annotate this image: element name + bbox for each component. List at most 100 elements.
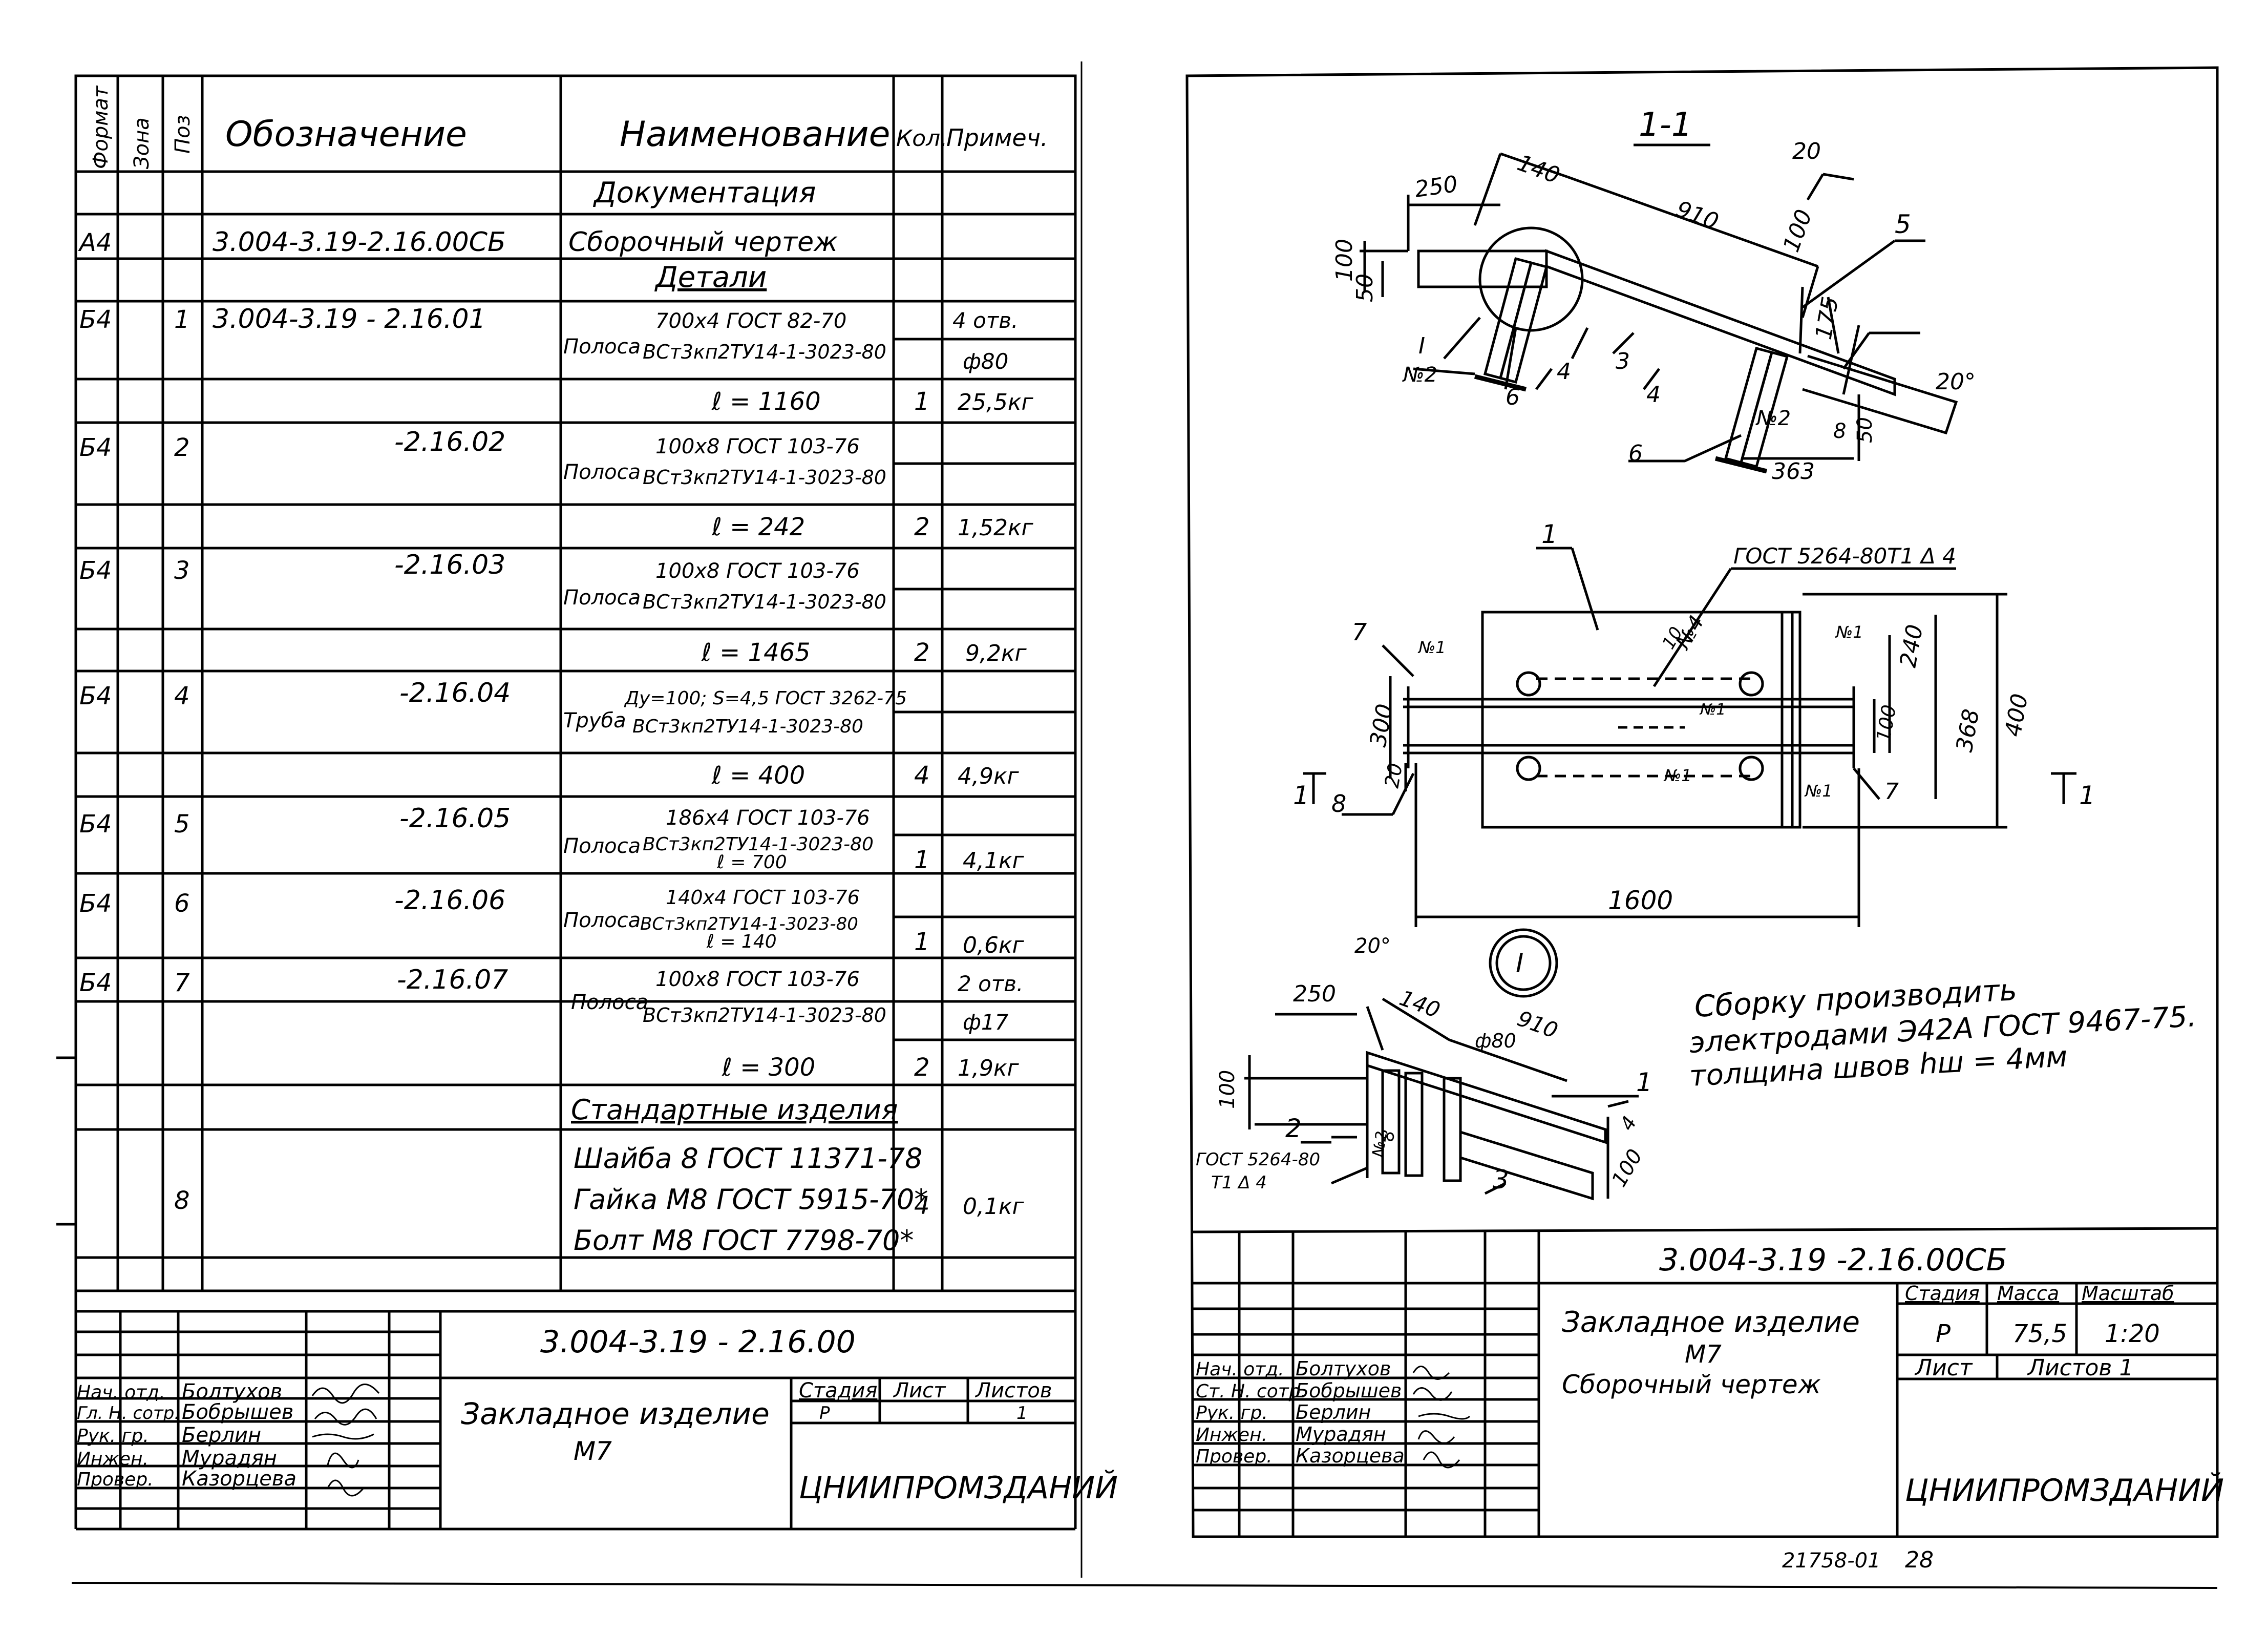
label: 6 <box>1506 384 1520 410</box>
hole-icon <box>1516 756 1541 781</box>
spec-header: Формат Зона Поз Обозначение Наименование… <box>89 85 1048 169</box>
person: Берлин <box>182 1423 261 1447</box>
row-designation: -2.16.05 <box>399 803 511 834</box>
row-format: Б4 <box>79 682 112 710</box>
plate-pos-1 <box>1481 611 1801 829</box>
node-dim: 20° <box>1354 934 1391 958</box>
section-mark: 1 <box>2079 781 2095 810</box>
plan-label: 8 <box>1331 790 1346 818</box>
row-dim: 100х8 ГОСТ 103-76 <box>655 968 860 991</box>
drawing-frame <box>1185 66 2219 1538</box>
drawing-stage-h: Стадия <box>1905 1282 1980 1305</box>
row-steel: ВСт3кп2ТУ14-1-3023-80 <box>632 716 863 737</box>
std-pos: 8 <box>174 1186 190 1215</box>
row-dim: Ду=100; S=4,5 ГОСТ 3262-75 <box>624 688 907 709</box>
dim: 20 <box>1792 138 1821 164</box>
section-standard: Стандартные изделия <box>571 1094 898 1126</box>
col-pos: Поз <box>171 115 195 154</box>
row-pos: 4 <box>174 682 190 710</box>
row-steel: ВСт3кп2ТУ14-1-3023-80 <box>643 341 886 363</box>
col-format: Формат <box>89 85 113 169</box>
plan-label: №1 <box>1663 766 1692 785</box>
dim: 910 <box>1672 196 1722 235</box>
hole-icon <box>1739 756 1764 781</box>
node-dim: 140 <box>1396 985 1444 1022</box>
dim: 100 <box>1331 239 1358 282</box>
spec-table <box>56 61 2218 1589</box>
page-number: 28 <box>1905 1547 1934 1573</box>
row-format: А4 <box>78 228 112 257</box>
row-steel: ВСт3кп2ТУ14-1-3023-80 <box>643 1004 886 1027</box>
row-prefix: Полоса <box>571 991 648 1014</box>
label: №2 <box>1755 407 1791 430</box>
row-length: ℓ = 300 <box>722 1053 815 1082</box>
row-note2: ф80 <box>963 349 1008 374</box>
dim: 50 <box>1352 274 1378 302</box>
row-length: ℓ = 1465 <box>701 638 811 667</box>
row-qty: 1 <box>914 387 930 416</box>
section-label: 1-1 <box>1639 106 1692 144</box>
std-washer: Шайба 8 ГОСТ 11371-78 <box>574 1142 922 1175</box>
row-prefix: Труба <box>563 709 626 732</box>
person: Бобрышев <box>182 1400 293 1424</box>
spec-sheet-h: Лист <box>893 1379 946 1402</box>
label: 6 <box>1628 441 1643 467</box>
plan-dim: 368 <box>1952 707 1985 754</box>
spec-code: 3.004-3.19 - 2.16.00 <box>540 1324 856 1360</box>
dim: 100 <box>1778 206 1817 255</box>
label: 4 <box>1646 382 1661 408</box>
row-prefix: Полоса <box>563 335 641 359</box>
row-steel: ВСт3кп2ТУ14-1-3023-80 <box>643 466 886 489</box>
row-length: ℓ = 700 <box>716 852 787 873</box>
section-documentation: Документация <box>592 176 816 210</box>
row-note1: 2 отв. <box>958 971 1023 996</box>
row-prefix: Полоса <box>563 834 641 858</box>
node-gost2: Т1 Δ 4 <box>1211 1173 1267 1193</box>
role: Ст. Н. сотр. <box>1196 1381 1306 1402</box>
row-format: Б4 <box>79 305 112 334</box>
row-designation: -2.16.03 <box>394 550 505 580</box>
row-mass: 1,9кг <box>958 1055 1020 1081</box>
row-pos: 1 <box>174 305 190 334</box>
row-steel: ВСт3кп2ТУ14-1-3023-80 <box>640 914 858 934</box>
col-name: Наименование <box>620 114 890 155</box>
person: Болтухов <box>1296 1357 1391 1380</box>
row-format: Б4 <box>79 969 112 997</box>
footer-code: 21758-01 <box>1782 1549 1881 1573</box>
row-dim: 100х8 ГОСТ 103-76 <box>655 559 860 583</box>
spec-sheets: 1 <box>1016 1403 1028 1423</box>
drawing-labels: 1-1 250 140 910 20 100 5 100 50 175 20° … <box>1196 106 2197 1195</box>
row-mass: 9,2кг <box>965 640 1027 666</box>
plan-label: №1 <box>1699 701 1726 719</box>
plan-dim: 300 <box>1365 702 1398 749</box>
drawing-org: ЦНИИПРОМЗДАНИЙ <box>1905 1472 2224 1509</box>
row-qty: 1 <box>914 846 930 874</box>
node-i-marker <box>1489 928 1558 998</box>
row-mass: 4,9кг <box>958 763 1020 789</box>
node-label: I <box>1516 948 1523 979</box>
row-designation: -2.16.07 <box>397 965 508 995</box>
col-zone: Зона <box>130 117 154 169</box>
drawing-sheet-h: Лист <box>1914 1355 1973 1381</box>
drawing-name1: Закладное изделие <box>1562 1306 1860 1339</box>
plan-label: 7 <box>1884 779 1899 805</box>
drawing-mass: 75,5 <box>2012 1320 2067 1348</box>
spec-sheets-h: Листов <box>974 1379 1052 1402</box>
row-steel: ВСт3кп2ТУ14-1-3023-80 <box>643 591 886 613</box>
drawing-stage: Р <box>1936 1320 1951 1348</box>
dim: 8 <box>1833 420 1846 443</box>
row-note2: ф17 <box>963 1010 1009 1035</box>
node-label: 2 <box>1285 1114 1302 1143</box>
label: 4 <box>1557 359 1571 385</box>
hole-icon <box>1739 671 1764 697</box>
plan-view <box>1303 547 2076 927</box>
node-dim: 4 <box>1616 1113 1641 1135</box>
row-dim: 140х4 ГОСТ 103-76 <box>666 886 860 909</box>
role: Инжен. <box>77 1449 149 1470</box>
row-prefix: Полоса <box>563 460 641 484</box>
dim: 363 <box>1772 458 1815 485</box>
node-label: №2 <box>1369 1130 1391 1160</box>
row-designation: -2.16.06 <box>394 885 505 916</box>
node-dim: 100 <box>1607 1145 1647 1191</box>
